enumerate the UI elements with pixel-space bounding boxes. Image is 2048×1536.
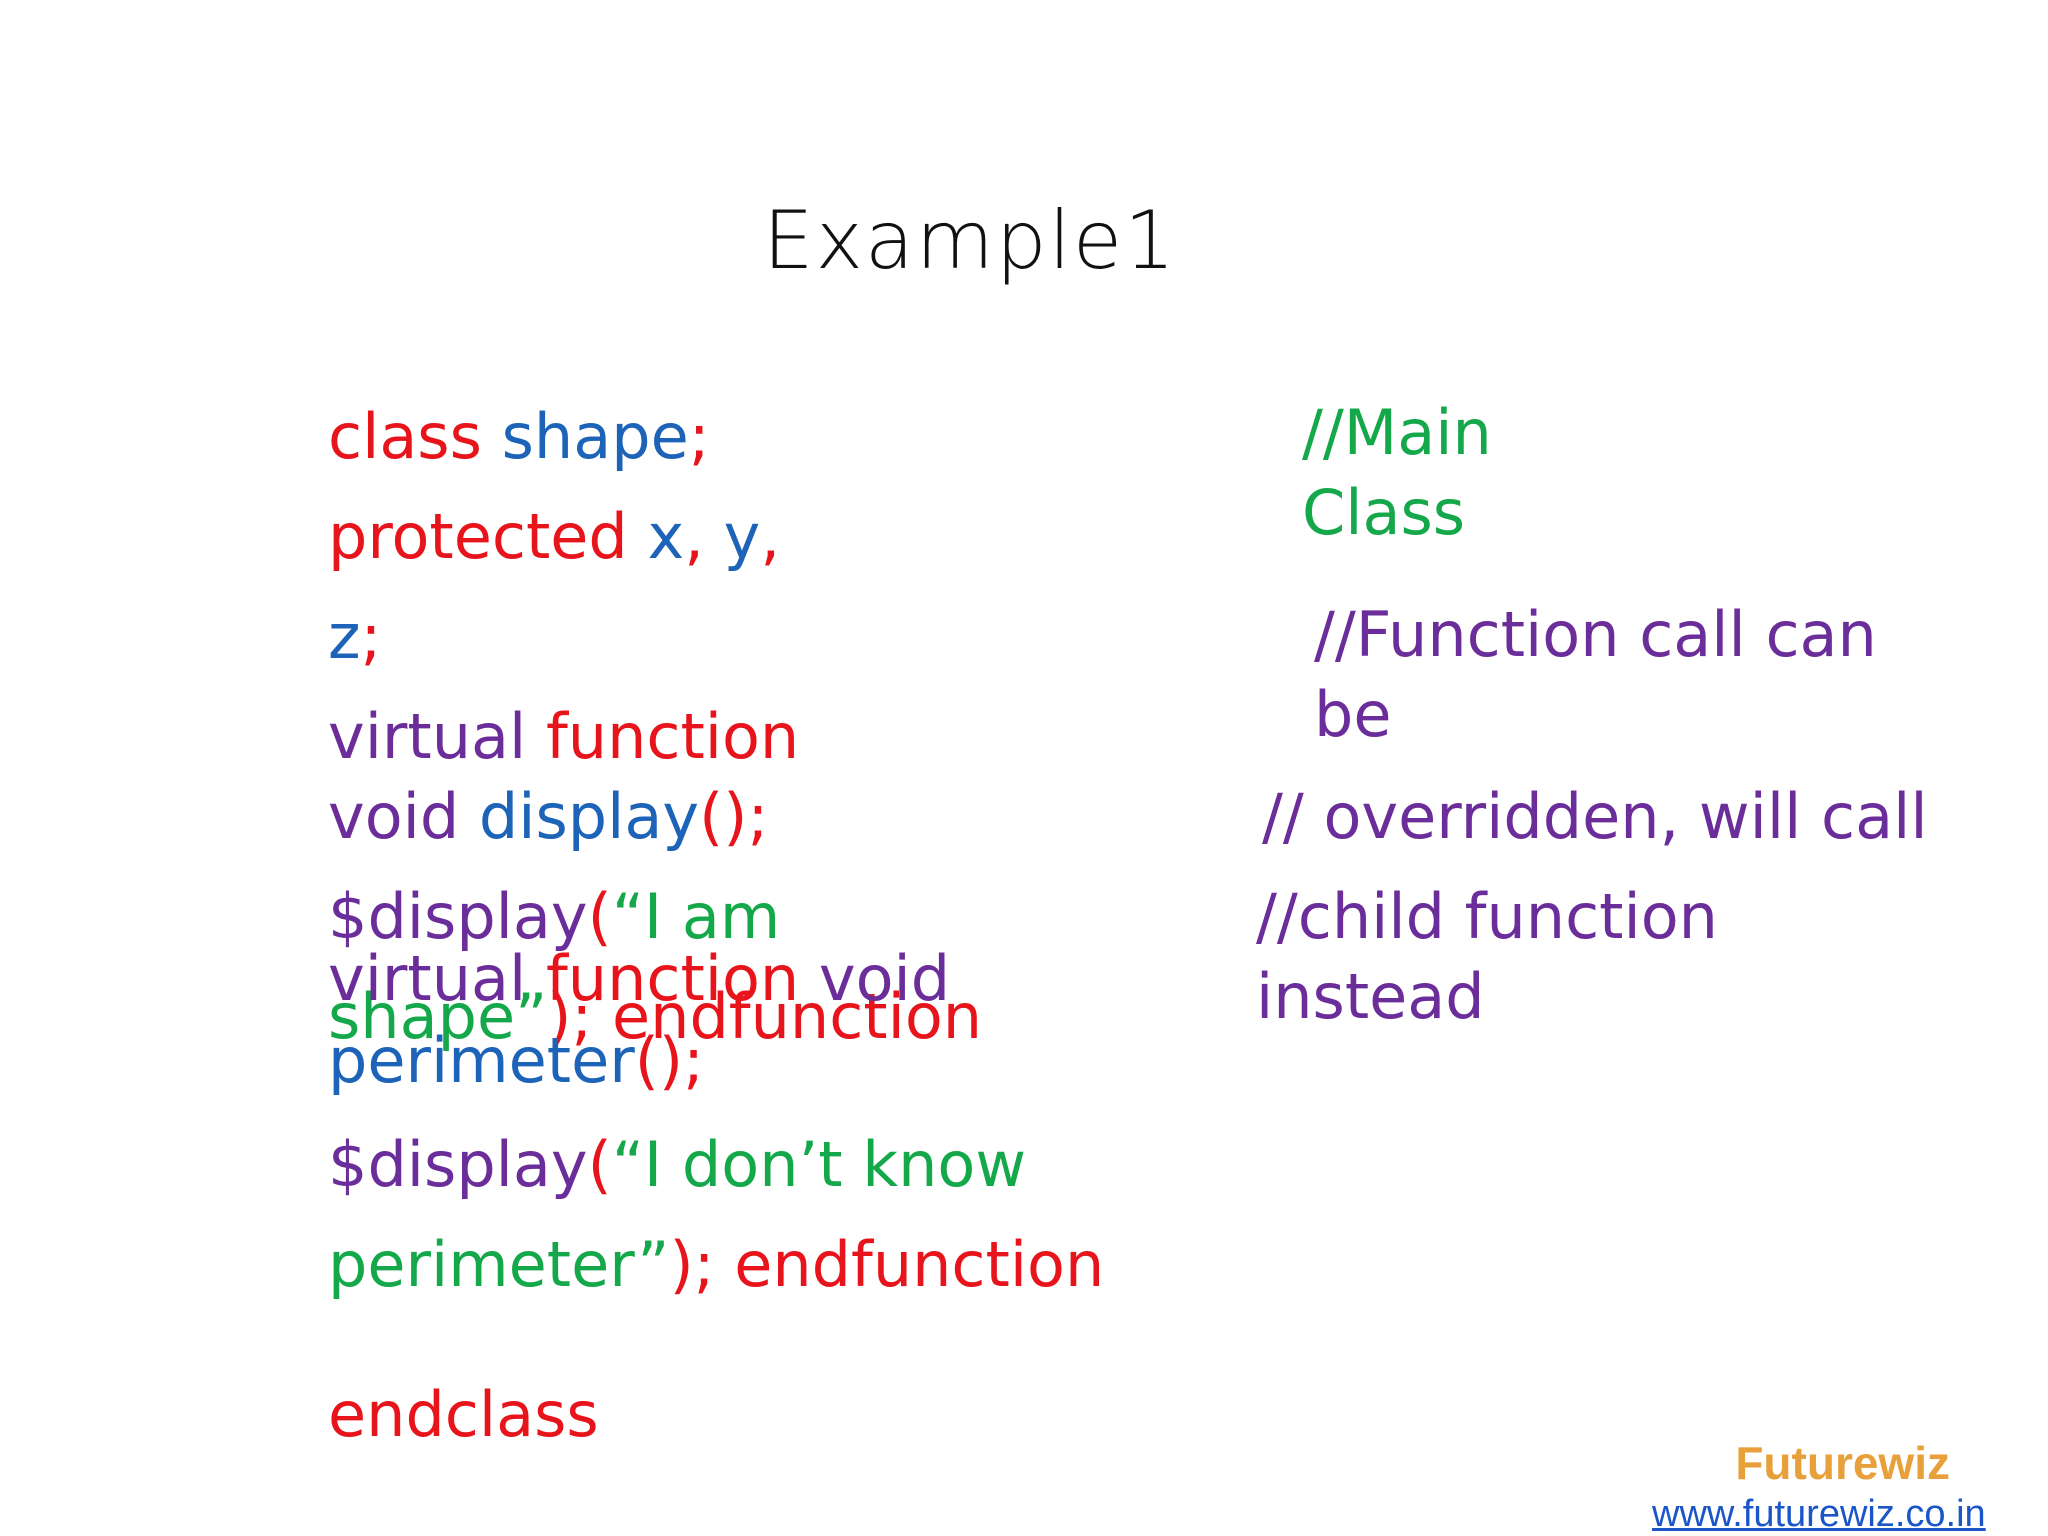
string-literal: perimeter” xyxy=(328,1228,670,1301)
comment-overridden: // overridden, will call xyxy=(1262,780,1928,853)
keyword-protected: protected xyxy=(328,500,628,573)
comma: , xyxy=(684,500,704,573)
identifier-display: display xyxy=(459,780,700,853)
system-task-display: $display xyxy=(328,1128,588,1201)
code-line-2: protected x, y, xyxy=(328,506,780,568)
code-line-12: endclass xyxy=(328,1384,599,1446)
paren: (); xyxy=(634,1024,704,1097)
code-line-4: virtual function xyxy=(328,706,799,768)
semicolon: ; xyxy=(360,600,382,673)
code-line-6: $display(“I am xyxy=(328,886,780,948)
string-literal: “I don’t know xyxy=(611,1128,1027,1201)
comment-main-class-line-1: //Main xyxy=(1302,396,1492,469)
code-line-9: perimeter(); xyxy=(328,1030,704,1092)
code-line-8: virtual function void xyxy=(328,948,950,1010)
code-line-5: void display(); xyxy=(328,786,768,848)
keyword-endclass: endclass xyxy=(328,1378,599,1451)
endfunction-text: ); endfunction xyxy=(547,980,983,1053)
code-line-11: perimeter”); endfunction xyxy=(328,1234,1104,1296)
identifier-perimeter: perimeter xyxy=(328,1024,635,1097)
comment-child-function-line-2: instead xyxy=(1256,960,1485,1033)
comment-main-class-line-2: Class xyxy=(1302,476,1466,549)
string-literal: “I am xyxy=(611,880,781,953)
comma: , xyxy=(760,500,781,573)
code-line-3: z; xyxy=(328,606,381,668)
keyword-function: function xyxy=(526,700,800,773)
semicolon: ; xyxy=(688,400,710,473)
paren: (); xyxy=(699,780,769,853)
identifier-z: z xyxy=(328,600,361,673)
identifier-shape: shape xyxy=(481,400,689,473)
keyword-virtual: virtual xyxy=(328,700,527,773)
keyword-class: class xyxy=(328,400,482,473)
paren: ( xyxy=(587,880,612,953)
identifier-y: y xyxy=(703,500,761,573)
code-line-1: class shape; xyxy=(328,406,710,468)
comment-function-call-line-2: be xyxy=(1314,678,1392,751)
comment-function-call-line-1: //Function call can xyxy=(1314,598,1877,671)
identifier-x: x xyxy=(627,500,685,573)
type-void: void xyxy=(328,780,460,853)
comment-child-function-line-1: //child function xyxy=(1256,880,1718,953)
endfunction-text: ); endfunction xyxy=(669,1228,1105,1301)
type-void: void xyxy=(799,942,951,1015)
keyword-function: function xyxy=(526,942,800,1015)
paren: ( xyxy=(587,1128,612,1201)
system-task-display: $display xyxy=(328,880,588,953)
string-literal: shape” xyxy=(328,980,548,1053)
keyword-virtual: virtual xyxy=(328,942,527,1015)
code-line-7: shape”); endfunction xyxy=(328,986,982,1048)
slide-title: Example1 xyxy=(763,194,1177,287)
code-line-10: $display(“I don’t know xyxy=(328,1134,1026,1196)
brand-logo-text: Futurewiz xyxy=(1735,1437,1950,1489)
website-link[interactable]: www.futurewiz.co.in xyxy=(1652,1493,1986,1535)
